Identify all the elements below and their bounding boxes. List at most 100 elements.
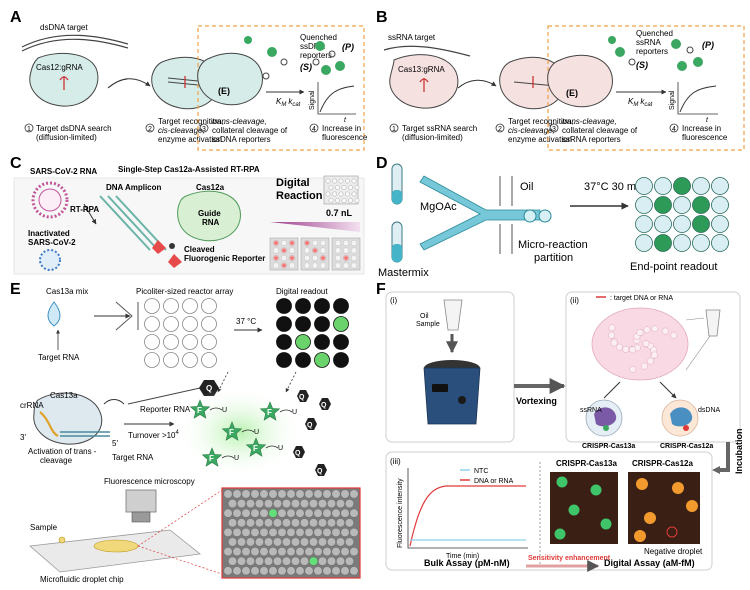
- negative-reactor: [333, 334, 349, 350]
- droplet: [349, 547, 359, 556]
- signal-axes: [677, 82, 718, 115]
- step-circle: [145, 123, 155, 133]
- droplet: [304, 489, 314, 499]
- fluorophore-icon: [693, 57, 703, 67]
- reactor-well: [182, 316, 198, 332]
- droplet: [349, 566, 359, 576]
- cas12a-positive-droplet: [686, 500, 698, 512]
- step-text: (diffusion-limited): [402, 133, 463, 142]
- positive-partition: [654, 196, 672, 214]
- panel-e: E Cas13a mix Target RNA Picoliter-sized …: [10, 281, 361, 584]
- droplet: [228, 518, 237, 528]
- droplet: [259, 547, 269, 556]
- droplet: [345, 518, 354, 528]
- chamber-dot: [328, 185, 334, 190]
- droplet: [313, 528, 323, 537]
- reactor-well: [163, 316, 179, 332]
- droplet: [264, 499, 273, 508]
- droplet: [295, 508, 305, 518]
- negative-partition: [673, 215, 691, 233]
- cas13-enzyme-3: [547, 54, 613, 108]
- microscopy-label: Fluorescence microscopy: [104, 477, 195, 486]
- inactivated-virus-icon: [39, 249, 61, 271]
- panel-b-dashed-box: [547, 25, 745, 151]
- reactor-well: [201, 334, 217, 350]
- step-number: 1: [27, 126, 31, 133]
- cas13a-positive-droplet: [600, 518, 612, 530]
- readout-label: End-point readout: [630, 261, 717, 273]
- droplet: [322, 566, 332, 576]
- fluorophore-icon: [671, 39, 681, 49]
- droplet: [268, 547, 278, 556]
- chamber-dot: [328, 198, 334, 203]
- sample-label: Sample: [416, 321, 440, 328]
- cas12a-enzyme-icon: [177, 190, 241, 242]
- quencher-label: Q: [206, 384, 212, 393]
- digital-readout-label: Digital readout: [276, 287, 328, 296]
- droplet: [322, 489, 332, 499]
- chamber-dot: [335, 198, 340, 203]
- droplet: [232, 528, 242, 537]
- negative-chamber: [273, 262, 279, 269]
- droplet: [255, 556, 264, 566]
- negative-chamber: [281, 255, 287, 261]
- droplet: [340, 508, 350, 518]
- dna-legend-label: DNA or RNA: [474, 478, 514, 485]
- step-circle: [549, 123, 559, 133]
- mgoac-liquid-icon: [392, 190, 402, 204]
- emulsion-droplet: [651, 351, 658, 359]
- reactor-well: [144, 352, 160, 368]
- droplet: [232, 566, 242, 576]
- quenched-label: reporters: [636, 47, 668, 56]
- droplet: [286, 528, 296, 537]
- droplet: [300, 556, 309, 566]
- quencher-label: Q: [307, 422, 313, 429]
- chamber-dot: [345, 178, 350, 184]
- negative-reactor: [314, 316, 330, 332]
- droplet: [259, 528, 269, 537]
- droplet-icon: [538, 209, 552, 223]
- panel-a-target: dsDNA target: [40, 23, 88, 32]
- step-text: ssDNA reporters: [212, 135, 271, 144]
- step-text: trans-cleavage,: [212, 117, 267, 126]
- cas12a-header: CRISPR-Cas12a: [632, 459, 693, 468]
- droplet: [237, 518, 246, 528]
- panel-e-label: E: [10, 281, 21, 298]
- reactor-grid: [144, 298, 217, 368]
- panel-d: D MgOAc Mastermix Oil Micro-reaction par…: [376, 155, 729, 279]
- microscope-lens-icon: [131, 511, 151, 523]
- droplet: [327, 518, 336, 528]
- reactor-well: [182, 298, 198, 314]
- droplet: [232, 489, 242, 499]
- enzyme-label: (E): [218, 86, 230, 96]
- fluorophore-label: F: [229, 428, 234, 437]
- droplet: [345, 537, 354, 547]
- arrow-incubation-icon: [720, 442, 730, 472]
- droplet: [277, 508, 287, 518]
- chamber-dot: [325, 191, 331, 197]
- box-iii: [385, 451, 713, 571]
- droplet: [345, 499, 354, 508]
- enzyme-label: (E): [566, 88, 578, 98]
- inactivated-label: Inactivated: [28, 229, 70, 238]
- droplet: [223, 547, 233, 556]
- negative-chamber: [289, 247, 295, 254]
- arrow-head-icon: [712, 466, 720, 474]
- positive-partition: [673, 177, 691, 195]
- droplet: [295, 547, 305, 556]
- droplet-icon: [523, 209, 537, 223]
- step-text: (diffusion-limited): [36, 133, 97, 142]
- droplet: [237, 499, 246, 508]
- droplet: [304, 566, 314, 576]
- quenched-label: Quenched: [300, 33, 337, 42]
- negative-reactor: [276, 316, 292, 332]
- chamber-dot: [338, 191, 344, 197]
- bulk-axes: [407, 468, 528, 549]
- panel-f: F (i) Oil Sample Vortexing (ii) : target…: [376, 281, 744, 572]
- droplet-mix-icon: [47, 301, 61, 327]
- droplet: [336, 518, 345, 528]
- emulsion-droplet: [608, 331, 615, 339]
- panel-c-title: Single-Step Cas12a-Assisted RT-RPA: [118, 165, 260, 174]
- positive-partition: [692, 196, 710, 214]
